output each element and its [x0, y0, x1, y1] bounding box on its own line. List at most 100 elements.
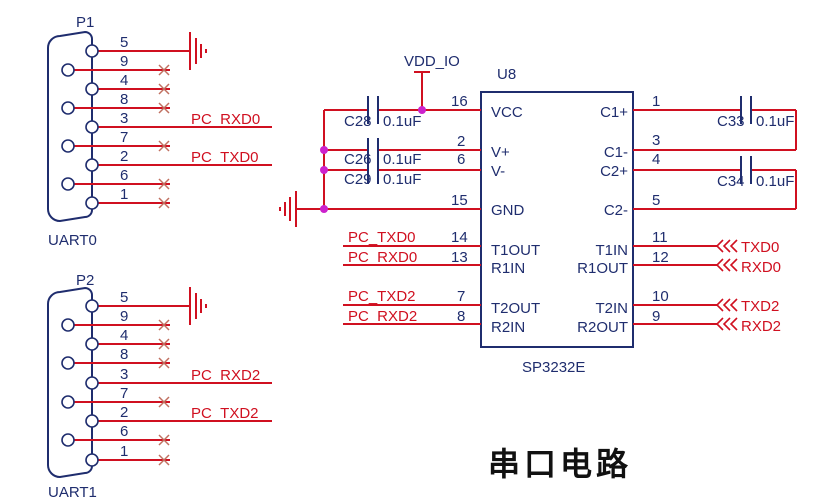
pin-number: 9 — [652, 308, 660, 325]
capacitor-value-c28: 0.1uF — [383, 113, 421, 130]
connector-p1-pin-circles — [61, 44, 99, 210]
junction-dots — [320, 106, 426, 213]
connector-p1-ref: P1 — [76, 14, 94, 31]
ic-u8: U8 SP3232E 16 2 6 — [324, 66, 796, 376]
left-capacitor-plates — [367, 96, 379, 184]
pin-number: 7 — [120, 129, 128, 146]
connector-p1-pin-numbers: 5 9 4 8 3 7 2 6 1 — [120, 34, 128, 203]
right-capacitor-plates — [740, 96, 752, 184]
ic-u8-right-pin-numbers: 1 3 4 5 11 12 10 9 — [652, 93, 669, 325]
connector-p2-wires — [74, 305, 272, 461]
net-label-rxd0: RXD0 — [741, 259, 781, 276]
ic-u8-part: SP3232E — [522, 359, 585, 376]
connector-p1-name: UART0 — [48, 232, 97, 249]
net-label-pc-txd0-ic: PC_TXD0 — [348, 229, 416, 246]
pin-name: T2OUT — [491, 300, 540, 317]
connector-p1-wires — [74, 50, 272, 204]
pin-name: T2IN — [595, 300, 628, 317]
capacitor-ref-c26: C26 — [344, 151, 372, 168]
pin-number: 8 — [120, 91, 128, 108]
junction-dot — [320, 146, 328, 154]
ic-u8-right-pin-names: C1+ C1- C2+ C2- T1IN R1OUT T2IN R2OUT — [577, 104, 628, 336]
capacitor-value-c33: 0.1uF — [756, 113, 794, 130]
capacitor-ref-c34: C34 — [717, 173, 745, 190]
junction-dot — [320, 205, 328, 213]
connector-p2-ground-symbol — [189, 287, 207, 325]
pin-name: VCC — [491, 104, 523, 121]
pin-number: 8 — [457, 308, 465, 325]
capacitor-ref-c28: C28 — [344, 113, 372, 130]
pin-name: R2IN — [491, 319, 525, 336]
pin-number: 6 — [120, 423, 128, 440]
pin-number: 2 — [457, 133, 465, 150]
capacitor-value-c34: 0.1uF — [756, 173, 794, 190]
pin-number: 13 — [451, 249, 468, 266]
ic-u8-left-pin-numbers: 16 2 6 15 14 13 7 8 — [451, 93, 468, 325]
right-capacitor-network: C33 0.1uF C34 0.1uF — [717, 96, 797, 209]
power-vdd-io: VDD_IO — [404, 53, 460, 110]
connector-p2-pin-circles — [61, 299, 99, 467]
capacitor-value-c29: 0.1uF — [383, 171, 421, 188]
junction-dot — [320, 166, 328, 174]
pin-number: 3 — [120, 110, 128, 127]
pin-number: 7 — [457, 288, 465, 305]
connector-p1-outline — [47, 30, 93, 223]
pin-number: 7 — [120, 385, 128, 402]
ic-u8-right-pin-wires — [633, 109, 796, 325]
connector-p2-pin-numbers: 5 9 4 8 3 7 2 6 1 — [120, 289, 128, 460]
pin-number: 3 — [652, 132, 660, 149]
pin-number: 8 — [120, 346, 128, 363]
diagram-title: 串口电路 — [488, 445, 632, 483]
ic-ground-symbol — [279, 191, 297, 227]
pin-number: 3 — [120, 366, 128, 383]
net-label-pc-txd2: PC_TXD2 — [191, 405, 259, 422]
net-label-pc-rxd0-ic: PC_RXD0 — [348, 249, 417, 266]
pin-name: C1+ — [600, 104, 628, 121]
left-capacitor-wires — [296, 109, 422, 210]
net-label-pc-rxd2-ic: PC_RXD2 — [348, 308, 417, 325]
left-capacitor-labels: C28 0.1uF C26 0.1uF C29 0.1uF — [344, 113, 421, 188]
right-capacitor-wires — [751, 109, 797, 209]
pin-number: 4 — [652, 151, 660, 168]
pin-name: T1OUT — [491, 242, 540, 259]
ic-u8-left-pin-wires — [324, 109, 481, 325]
pin-name: T1IN — [595, 242, 628, 259]
pin-name: R2OUT — [577, 319, 628, 336]
left-capacitor-network: C28 0.1uF C26 0.1uF C29 0.1uF — [279, 96, 426, 227]
pin-number: 1 — [652, 93, 660, 110]
junction-dot — [418, 106, 426, 114]
pin-name: GND — [491, 202, 525, 219]
connector-p2-ref: P2 — [76, 272, 94, 289]
pin-number: 6 — [457, 151, 465, 168]
pin-number: 11 — [652, 229, 668, 246]
pin-number: 15 — [451, 192, 468, 209]
connector-p1-no-connect-marks — [158, 64, 170, 209]
net-label-pc-rxd2: PC_RXD2 — [191, 367, 260, 384]
pin-number: 1 — [120, 443, 128, 460]
ic-right-net-labels: TXD0 RXD0 TXD2 RXD2 — [741, 239, 781, 335]
connector-p2-name: UART1 — [48, 484, 97, 500]
pin-number: 2 — [120, 148, 128, 165]
connector-p1-ground-symbol — [189, 32, 207, 70]
ic-left-net-labels: PC_TXD0 PC_RXD0 PC_TXD2 PC_RXD2 — [348, 229, 417, 325]
pin-name: C1- — [604, 144, 628, 161]
pin-number: 12 — [652, 249, 669, 266]
pin-name: R1IN — [491, 260, 525, 277]
capacitor-ref-c33: C33 — [717, 113, 745, 130]
pin-number: 9 — [120, 53, 128, 70]
pin-number: 4 — [120, 72, 128, 89]
net-label-rxd2: RXD2 — [741, 318, 781, 335]
pin-number: 6 — [120, 167, 128, 184]
pin-number: 4 — [120, 327, 128, 344]
pin-number: 14 — [451, 229, 468, 246]
pin-name: V- — [491, 163, 505, 180]
capacitor-value-c26: 0.1uF — [383, 151, 421, 168]
pin-number: 10 — [652, 288, 669, 305]
net-label-txd0: TXD0 — [741, 239, 779, 256]
capacitor-ref-c29: C29 — [344, 171, 372, 188]
pin-number: 5 — [120, 289, 128, 306]
pin-number: 9 — [120, 308, 128, 325]
ic-u8-left-pin-names: VCC V+ V- GND T1OUT R1IN T2OUT R2IN — [491, 104, 540, 336]
pin-number: 5 — [652, 192, 660, 209]
net-label-txd2: TXD2 — [741, 298, 779, 315]
